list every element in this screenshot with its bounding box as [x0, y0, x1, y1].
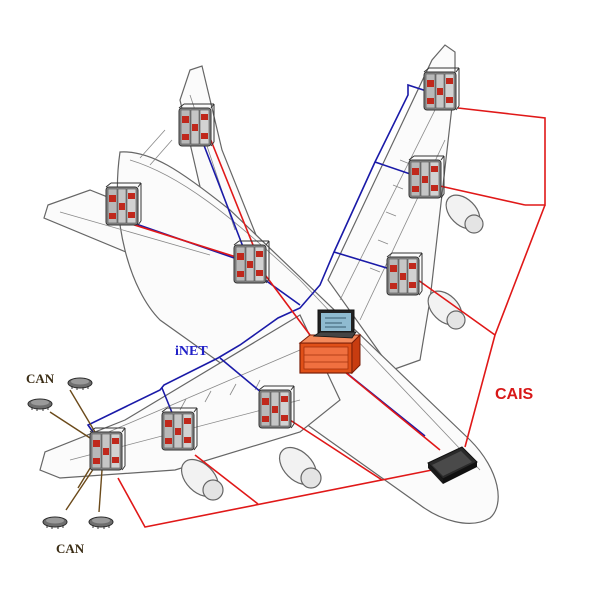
- can-links: [49, 389, 103, 513]
- daq-module-icon: [258, 385, 295, 429]
- daq-module-icon: [161, 407, 198, 451]
- can-label-bottom: CAN: [56, 541, 85, 556]
- inet-label: iNET: [175, 344, 208, 359]
- cais-label: CAIS: [495, 386, 534, 403]
- can-sensor-icon: [27, 398, 53, 412]
- daq-module-icon: [408, 155, 445, 199]
- can-label-top: CAN: [26, 371, 55, 386]
- can-sensor-icon: [88, 516, 114, 530]
- laptop-station-icon: [298, 309, 362, 375]
- daq-module-icon: [386, 252, 423, 296]
- engine-upper-outer: [445, 194, 484, 234]
- engine-upper-inner: [427, 290, 466, 330]
- daq-module-icon: [105, 182, 142, 226]
- daq-module-icon: [423, 67, 460, 111]
- engine-lower-inner: [278, 446, 322, 489]
- daq-module-icon: [178, 103, 215, 147]
- cais-network-lines: [117, 107, 546, 528]
- engines: [180, 194, 484, 501]
- can-sensor-icon: [42, 516, 68, 530]
- recorder-box-icon: [427, 446, 478, 484]
- can-sensor-icon: [67, 377, 93, 391]
- daq-module-icon: [233, 240, 270, 284]
- engine-lower-outer: [180, 458, 224, 501]
- daq-module-icon: [89, 427, 126, 471]
